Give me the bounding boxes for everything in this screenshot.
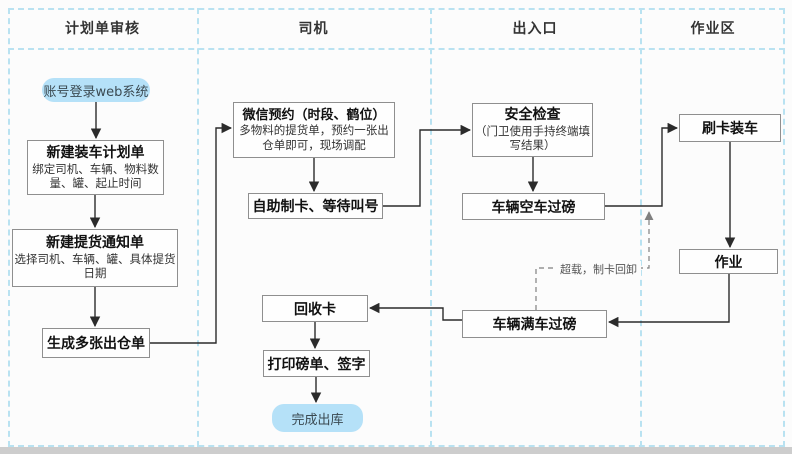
node-recycle-card: 回收卡 <box>262 295 368 322</box>
node-operation: 作业 <box>679 249 778 274</box>
overload-return-note: 超载，制卡回卸 <box>556 261 641 277</box>
node-wechat-reservation-sub: 多物料的提货单，预约一张出仓单即可，现场调配 <box>239 123 389 152</box>
node-safety-check: 安全检查 （门卫使用手持终端填写结果） <box>472 103 593 157</box>
lane-divider-3 <box>640 8 642 447</box>
node-empty-truck-weigh-label: 车辆空车过磅 <box>491 199 576 216</box>
node-generate-outbound-orders: 生成多张出仓单 <box>42 328 150 358</box>
node-new-pickup-notice: 新建提货通知单 选择司机、车辆、罐、具体提货日期 <box>12 229 178 287</box>
node-new-loading-plan-sub: 绑定司机、车辆、物料数量、罐、起止时间 <box>32 161 159 190</box>
node-safety-check-title: 安全检查 <box>504 107 561 124</box>
node-outbound-complete-label: 完成出库 <box>291 412 344 428</box>
node-login-web: 账号登录web系统 <box>42 78 150 102</box>
node-full-truck-weigh: 车辆满车过磅 <box>462 310 607 338</box>
node-print-weighbill-sign-label: 打印磅单、签字 <box>267 356 366 373</box>
lane-header-separator <box>8 48 785 50</box>
lane-header-plan-review: 计划单审核 <box>65 21 140 37</box>
node-generate-outbound-orders-label: 生成多张出仓单 <box>47 336 145 352</box>
node-empty-truck-weigh: 车辆空车过磅 <box>462 193 605 220</box>
node-login-web-label: 账号登录web系统 <box>43 84 149 100</box>
node-wechat-reservation-title: 微信预约（时段、鹤位） <box>242 107 386 123</box>
node-self-card-wait-call-label: 自助制卡、等待叫号 <box>252 199 379 215</box>
node-full-truck-weigh-label: 车辆满车过磅 <box>492 317 577 333</box>
node-outbound-complete: 完成出库 <box>272 404 363 432</box>
node-recycle-card-label: 回收卡 <box>294 301 336 318</box>
lane-header-gate: 出入口 <box>512 21 558 37</box>
node-new-pickup-notice-title: 新建提货通知单 <box>46 235 144 252</box>
node-swipe-card-load: 刷卡装车 <box>679 114 781 142</box>
lane-header-work-area: 作业区 <box>690 21 736 37</box>
node-swipe-card-load-label: 刷卡装车 <box>702 121 758 137</box>
node-wechat-reservation: 微信预约（时段、鹤位） 多物料的提货单，预约一张出仓单即可，现场调配 <box>233 102 395 158</box>
node-new-pickup-notice-sub: 选择司机、车辆、罐、具体提货日期 <box>14 252 176 281</box>
lane-divider-1 <box>197 8 199 447</box>
node-self-card-wait-call: 自助制卡、等待叫号 <box>248 193 383 219</box>
node-print-weighbill-sign: 打印磅单、签字 <box>263 350 370 377</box>
node-new-loading-plan: 新建装车计划单 绑定司机、车辆、物料数量、罐、起止时间 <box>27 140 164 195</box>
lane-header-driver: 司机 <box>298 21 329 37</box>
lane-frame <box>8 8 785 447</box>
node-safety-check-sub: （门卫使用手持终端填写结果） <box>475 124 590 153</box>
node-new-loading-plan-title: 新建装车计划单 <box>46 144 145 161</box>
lane-divider-2 <box>430 8 432 447</box>
canvas-bottom-edge <box>0 447 792 454</box>
node-operation-label: 作业 <box>714 254 743 271</box>
